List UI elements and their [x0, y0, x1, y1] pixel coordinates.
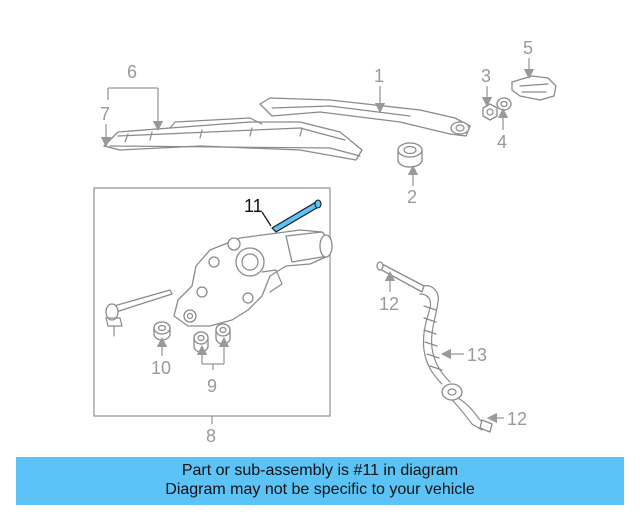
wiper-motor — [173, 229, 333, 327]
callout-12-upper: 12 — [379, 294, 399, 314]
link-rod — [105, 289, 173, 337]
callout-3: 3 — [481, 66, 491, 86]
callout-11-leader — [261, 211, 272, 227]
callout-7: 7 — [100, 104, 110, 124]
callout-13: 13 — [467, 345, 487, 365]
callout-12-lower: 12 — [507, 409, 527, 429]
callout-10: 10 — [151, 358, 171, 378]
parts-diagram: 6 7 1 2 3 4 — [93, 38, 557, 446]
callout-9-leader — [196, 336, 230, 370]
callout-6: 6 — [127, 62, 137, 82]
callout-5: 5 — [523, 38, 533, 58]
nut — [482, 103, 498, 121]
grommet — [397, 142, 423, 168]
callout-8: 8 — [206, 426, 216, 446]
callout-4: 4 — [497, 132, 507, 152]
caption-banner: Part or sub-assembly is #11 in diagram D… — [16, 457, 624, 505]
callout-11: 11 — [244, 196, 263, 216]
highlighted-shaft — [271, 199, 322, 233]
wiper-blade — [103, 117, 363, 161]
callout-2: 2 — [407, 187, 417, 207]
callout-9: 9 — [207, 376, 217, 396]
washer-hose — [376, 261, 493, 433]
pivot-cap — [511, 75, 557, 101]
caption-line-2: Diagram may not be specific to your vehi… — [165, 481, 475, 498]
washer — [496, 97, 512, 111]
caption-line-1: Part or sub-assembly is #11 in diagram — [181, 462, 459, 479]
bushing — [153, 321, 171, 341]
callout-6-leader — [107, 87, 164, 132]
callout-1: 1 — [374, 66, 384, 86]
